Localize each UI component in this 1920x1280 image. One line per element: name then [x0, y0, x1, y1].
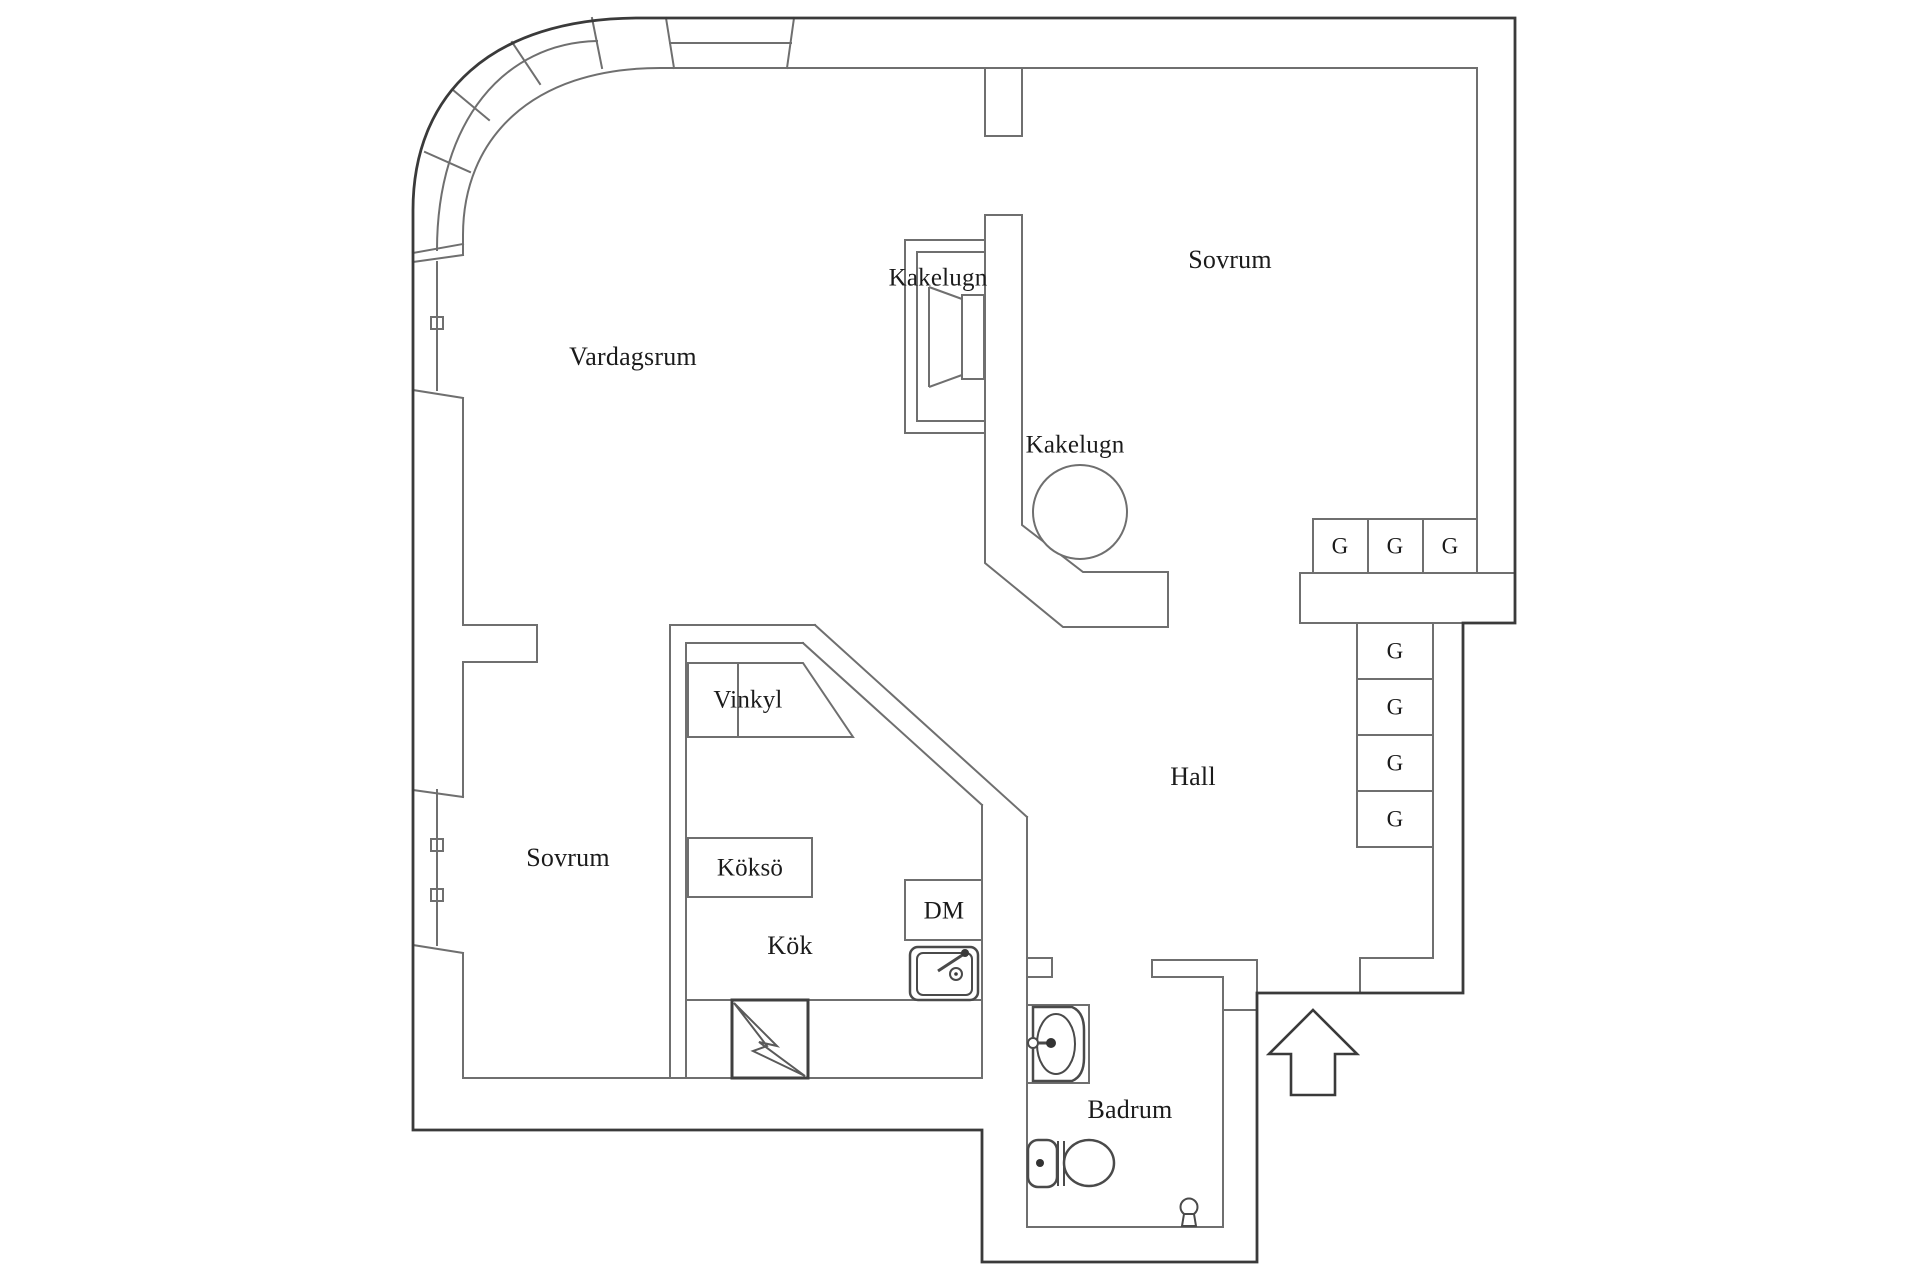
wardrobe-row-top [1312, 518, 1478, 574]
wardrobe-label-g: G [1386, 750, 1404, 776]
entrance-arrow-icon [1265, 1008, 1361, 1097]
door-jamb [1026, 957, 1053, 978]
window-left-upper [411, 253, 465, 400]
wall-central [984, 214, 1169, 628]
window-handle-icon [430, 316, 444, 330]
wardrobe-label-g: G [1386, 533, 1404, 559]
wardrobe-column-hall [1356, 622, 1434, 848]
window-top [664, 16, 796, 70]
kakelugn-hall-icon [1032, 464, 1128, 560]
kokso-island [687, 837, 813, 898]
wardrobes [1312, 518, 1478, 848]
wardrobe-label-g: G [1386, 806, 1404, 832]
dishwasher-box [904, 879, 983, 941]
kitchen-walls [669, 623, 1029, 1079]
wardrobe-label-g: G [1386, 638, 1404, 664]
room-label-vardagsrum: Vardagsrum [569, 342, 697, 371]
washbasin-icon [1026, 1004, 1090, 1084]
curved-corner-window [411, 16, 662, 255]
fixture-label-kokso: Köksö [716, 854, 784, 882]
bathroom-fixtures [1026, 1004, 1199, 1227]
door-jamb [1151, 959, 1258, 1011]
fixture-label-kakelugn-hall: Kakelugn [1025, 431, 1125, 459]
toilet-icon [1026, 1138, 1116, 1189]
room-label-kok: Kök [767, 931, 813, 960]
kakelugn-living-icon [904, 239, 986, 434]
toilet-brush-icon [1179, 1197, 1199, 1227]
wardrobe-label-g: G [1386, 694, 1404, 720]
kitchen-sink-icon [908, 945, 980, 1002]
window-handle-icon [430, 838, 444, 852]
vinkyl-counter [687, 662, 855, 738]
fixture-label-vinkyl: Vinkyl [713, 686, 783, 714]
outer-wall [411, 16, 1517, 1264]
wall-stub-top [984, 67, 1023, 137]
window-handle-icon [430, 888, 444, 902]
wall-slab-right [1299, 572, 1516, 624]
room-label-badrum: Badrum [1087, 1095, 1173, 1124]
fixture-label-dm: DM [923, 897, 965, 925]
window-left-lower [411, 788, 465, 955]
wall-stub-left [462, 624, 538, 663]
fixture-label-kakelugn-living: Kakelugn [888, 264, 988, 292]
inner-walls [411, 16, 1516, 1228]
room-label-sovrum-upper: Sovrum [1188, 245, 1272, 274]
wardrobe-label-g: G [1441, 533, 1459, 559]
room-label-hall: Hall [1170, 762, 1216, 791]
stove-icon [730, 998, 810, 1080]
room-label-sovrum-lower: Sovrum [526, 843, 610, 872]
wardrobe-label-g: G [1331, 533, 1349, 559]
kitchen-fixtures [686, 662, 983, 1080]
